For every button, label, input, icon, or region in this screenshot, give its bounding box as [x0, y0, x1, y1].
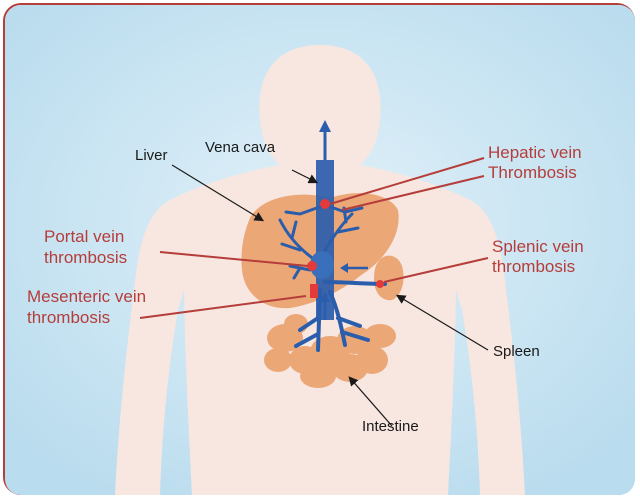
label-mesenteric-vein: Mesenteric vein	[27, 287, 146, 306]
label-spleen: Spleen	[493, 343, 540, 360]
label-splenic-vein: Splenic vein	[492, 237, 584, 256]
label-hepatic-vein: Hepatic vein	[488, 143, 582, 162]
label-mesenteric-thrombosis: thrombosis	[27, 308, 110, 327]
label-hepatic-thrombosis: Thrombosis	[488, 163, 577, 182]
label-intestine: Intestine	[362, 418, 419, 435]
label-liver: Liver	[135, 147, 168, 164]
label-portal-thrombosis: thrombosis	[44, 248, 127, 267]
label-vena-cava: Vena cava	[205, 139, 276, 156]
label-portal-vein: Portal vein	[44, 227, 124, 246]
label-splenic-thrombosis: thrombosis	[492, 257, 575, 276]
